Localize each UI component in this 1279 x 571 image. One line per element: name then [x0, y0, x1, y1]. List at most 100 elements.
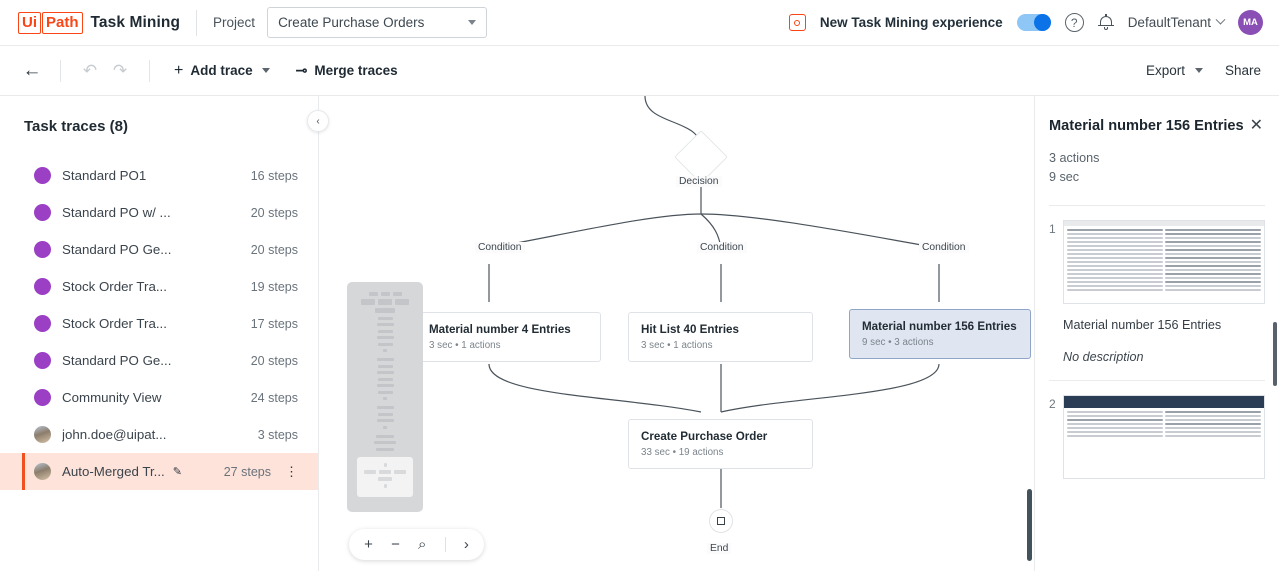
tenant-selector[interactable]: DefaultTenant	[1128, 14, 1226, 30]
action-bar: ← ↶ ↷ + Add trace ⊸ Merge traces Export …	[0, 46, 1279, 96]
chevron-left-icon: ‹	[316, 115, 320, 127]
trace-list-item[interactable]: Community View 24 steps	[0, 379, 318, 416]
new-experience-label: New Task Mining experience	[819, 15, 1003, 30]
trace-avatar	[34, 204, 51, 221]
export-label: Export	[1145, 63, 1185, 78]
end-label: End	[707, 543, 732, 554]
screenshot-thumbnail[interactable]	[1063, 219, 1265, 304]
trace-name: Auto-Merged Tr...	[62, 464, 165, 479]
new-experience-toggle[interactable]	[1016, 14, 1051, 31]
process-graph-canvas[interactable]: Decision Condition Condition Condition M…	[319, 96, 1034, 571]
expand-icon[interactable]: ›	[463, 536, 469, 553]
export-button[interactable]: Export	[1146, 63, 1203, 78]
trace-more-options-icon[interactable]: ⋮	[285, 464, 298, 479]
graph-node-create-purchase-order[interactable]: Create Purchase Order 33 sec • 19 action…	[628, 419, 813, 470]
condition-label-2: Condition	[697, 242, 747, 253]
logo-ui-text: Ui	[18, 11, 41, 34]
zoom-out-icon[interactable]: −	[391, 536, 400, 553]
graph-node-material-number-4[interactable]: Material number 4 Entries 3 sec • 1 acti…	[416, 312, 601, 363]
trace-avatar	[34, 167, 51, 184]
panel-divider	[1049, 379, 1265, 381]
trace-name: Stock Order Tra...	[62, 279, 167, 294]
plus-icon: +	[174, 61, 184, 79]
node-title: Create Purchase Order	[641, 430, 768, 443]
avatar[interactable]: MA	[1238, 10, 1263, 35]
panel-vertical-scrollbar[interactable]	[1273, 322, 1277, 386]
condition-label-1: Condition	[475, 242, 525, 253]
trace-steps: 24 steps	[250, 390, 298, 405]
uipath-logo[interactable]: Ui Path Task Mining	[18, 11, 180, 34]
notifications-bell-icon[interactable]	[1097, 13, 1114, 32]
experiment-icon	[788, 14, 806, 31]
logo-path-text: Path	[42, 11, 83, 34]
trace-list-item[interactable]: john.doe@uipat...3 steps	[0, 416, 318, 453]
chevron-down-icon	[468, 20, 477, 25]
trace-steps: 20 steps	[250, 242, 298, 257]
thumbnail-content	[1064, 408, 1264, 442]
edit-pencil-icon[interactable]: ✎	[172, 466, 182, 478]
trace-name: Community View	[62, 390, 162, 405]
collapse-sidebar-button[interactable]: ‹	[307, 110, 329, 132]
trace-avatar	[34, 241, 51, 258]
canvas-vertical-scrollbar[interactable]	[1027, 489, 1032, 561]
trace-avatar	[34, 352, 51, 369]
action-divider	[60, 59, 61, 82]
action-divider	[149, 59, 150, 82]
close-icon[interactable]: ✕	[1249, 117, 1263, 134]
item-caption: Material number 156 Entries	[1063, 317, 1222, 332]
trace-avatar	[34, 389, 51, 406]
trace-list-item[interactable]: Standard PO w/ ...20 steps	[0, 194, 318, 231]
panel-duration: 9 sec	[1049, 169, 1080, 184]
trace-list-item[interactable]: Stock Order Tra...17 steps	[0, 305, 318, 342]
trace-list-item[interactable]: Standard PO Ge... 20 steps	[0, 231, 318, 268]
trace-steps: 17 steps	[250, 316, 298, 331]
zoom-in-icon[interactable]: +	[364, 536, 373, 553]
zoom-fit-icon[interactable]: ⌕	[418, 536, 427, 553]
thumbnail-content	[1064, 226, 1264, 296]
list-item[interactable]: 2	[1035, 381, 1279, 479]
end-node-icon[interactable]	[709, 509, 733, 533]
trace-name: Standard PO Ge...	[62, 242, 172, 257]
panel-actions-count: 3 actions	[1049, 150, 1100, 165]
item-body: Material number 156 Entries No descripti…	[1063, 219, 1265, 364]
help-icon[interactable]: ?	[1064, 13, 1084, 32]
trace-list-item[interactable]: Standard PO Ge...20 steps	[0, 342, 318, 379]
add-trace-button[interactable]: + Add trace	[174, 62, 270, 80]
graph-node-material-number-156[interactable]: Material number 156 Entries 9 sec • 3 ac…	[849, 309, 1031, 360]
sidebar-title: Task traces (8)	[0, 96, 318, 135]
graph-node-hit-list-40[interactable]: Hit List 40 Entries 3 sec • 1 actions	[628, 312, 813, 363]
sidebar-title-suffix: )	[122, 118, 128, 135]
thumbnail-titlebar	[1064, 395, 1264, 408]
redo-button[interactable]: ↷	[112, 60, 128, 80]
thumbnail-column	[1165, 410, 1261, 439]
back-button[interactable]: ←	[22, 59, 42, 81]
top-bar-right: New Task Mining experience ? DefaultTena…	[788, 10, 1279, 35]
node-details-panel: Material number 156 Entries ✕ 3 actions …	[1034, 96, 1279, 571]
trace-name: Standard PO w/ ...	[62, 205, 171, 220]
trace-list-item[interactable]: Stock Order Tra... 19 steps	[0, 268, 318, 305]
zoom-controls[interactable]: + − ⌕ ›	[349, 529, 484, 560]
trace-list-item[interactable]: Auto-Merged Tr...✎27 steps⋮	[0, 453, 318, 490]
node-meta: 3 sec • 1 actions	[641, 340, 713, 352]
chevron-down-icon	[1215, 14, 1226, 25]
merge-traces-button[interactable]: ⊸ Merge traces	[296, 62, 398, 79]
list-item[interactable]: 1	[1035, 206, 1279, 364]
zoom-divider	[444, 537, 446, 552]
share-button[interactable]: Share	[1224, 63, 1261, 78]
chevron-down-icon	[1194, 68, 1203, 73]
trace-name: Standard PO Ge...	[62, 353, 172, 368]
trace-steps: 19 steps	[250, 279, 298, 294]
graph-edges	[488, 96, 940, 508]
screenshot-thumbnail[interactable]	[1063, 394, 1265, 479]
project-select[interactable]: Create Purchase Orders	[267, 7, 488, 38]
trace-avatar	[34, 278, 51, 295]
undo-button[interactable]: ↶	[82, 60, 98, 80]
item-body	[1063, 394, 1265, 479]
node-title: Material number 156 Entries	[862, 320, 1017, 333]
sidebar-title-prefix: Task traces (	[24, 118, 115, 135]
graph-minimap[interactable]	[347, 282, 423, 512]
sidebar-trace-count: 8	[114, 118, 123, 135]
thumbnail-titlebar	[1064, 220, 1264, 226]
